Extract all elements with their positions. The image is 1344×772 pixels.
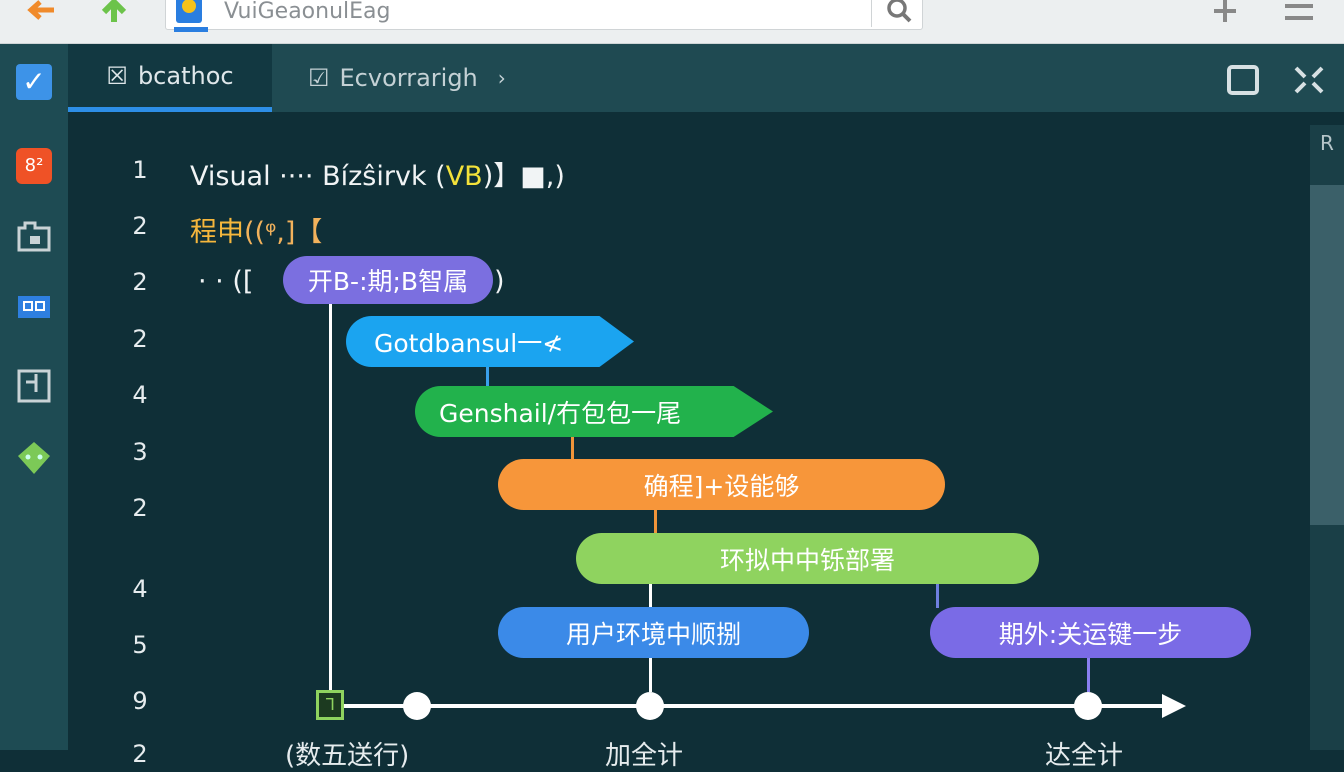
- flow-step-2[interactable]: Gotdbansul一≮: [346, 316, 634, 367]
- favicon-underline: [174, 27, 208, 32]
- connector-line: [329, 300, 332, 692]
- line-number: 3: [132, 438, 148, 466]
- timeline-node[interactable]: [1074, 692, 1102, 720]
- browser-toolbar: VuiGeaonulEag: [0, 0, 1344, 44]
- activity-bar: ✓ 8²: [0, 44, 68, 750]
- start-marker-icon[interactable]: ᒣ: [316, 690, 344, 720]
- connector-line: [649, 658, 652, 692]
- flow-step-4[interactable]: 确程]+设能够: [498, 459, 945, 510]
- code-text: ((ᵠ,]【: [244, 217, 323, 248]
- flow-step-6[interactable]: 用户环境中顺捌: [498, 607, 809, 658]
- flow-step-5[interactable]: 环拟中中铄部署: [576, 533, 1039, 584]
- connector-line: [936, 584, 939, 608]
- line-number: 2: [132, 268, 148, 296]
- search-icon[interactable]: [884, 0, 914, 23]
- code-line-3-suffix: ): [494, 266, 505, 297]
- timeline-node[interactable]: [636, 692, 664, 720]
- android-icon[interactable]: [16, 440, 52, 476]
- address-bar[interactable]: VuiGeaonulEag: [165, 0, 923, 32]
- timeline-node[interactable]: [403, 692, 431, 720]
- flow-step-7[interactable]: 期外:关运键一步: [930, 607, 1251, 658]
- line-number: 2: [132, 740, 148, 768]
- tab-ecvorrarigh[interactable]: ☑ Ecvorrarigh ›: [308, 44, 506, 112]
- line-number: 1: [132, 156, 148, 184]
- menu-icon[interactable]: [1283, 0, 1315, 24]
- scrollbar[interactable]: R: [1310, 125, 1344, 750]
- line-number: 5: [132, 631, 148, 659]
- code-line-3-prefix: · · ([: [198, 266, 254, 297]
- line-number: 4: [132, 381, 148, 409]
- code-text: Visual ···· Bízŝirvk (: [190, 161, 446, 192]
- tab-bcathoc[interactable]: ☒ bcathoc: [68, 44, 272, 112]
- timeline-axis: [340, 704, 1165, 708]
- up-arrow-icon[interactable]: [98, 0, 130, 24]
- flow-step-1[interactable]: 开B-:期;B智属: [283, 256, 493, 304]
- flow-step-3[interactable]: Genshail/冇包包一尾: [415, 386, 773, 437]
- folder-icon[interactable]: [16, 218, 52, 254]
- edit-icon: ☒: [106, 61, 128, 90]
- extensions-icon[interactable]: 8²: [16, 148, 52, 184]
- line-number: 2: [132, 212, 148, 240]
- connector-line: [649, 584, 652, 608]
- timeline-label: 达全计: [1045, 741, 1124, 771]
- scrollbar-thumb[interactable]: [1310, 185, 1344, 525]
- line-number: 4: [132, 575, 148, 603]
- edit-icon: ☑: [308, 64, 330, 92]
- timeline-label: 加全计: [605, 741, 684, 771]
- code-text: )】■,): [482, 161, 565, 192]
- tab-label: bcathoc: [137, 61, 234, 90]
- chevron-right-icon: ›: [497, 66, 506, 90]
- line-number: 2: [132, 494, 148, 522]
- connector-line: [1087, 658, 1090, 692]
- timeline-arrow-icon: [1162, 694, 1186, 718]
- checkbox-icon[interactable]: ✓: [16, 64, 52, 100]
- line-number: 2: [132, 325, 148, 353]
- code-line-2[interactable]: 程申((ᵠ,]【: [190, 210, 322, 249]
- site-favicon: [176, 0, 202, 23]
- scrollbar-label: R: [1320, 131, 1334, 155]
- connector-line: [486, 367, 489, 387]
- line-number: 9: [132, 687, 148, 715]
- chat-icon[interactable]: [16, 290, 52, 326]
- code-line-1[interactable]: Visual ···· Bízŝirvk (VB)】■,): [190, 154, 565, 193]
- tab-label: Ecvorrarigh: [339, 64, 478, 92]
- maximize-icon[interactable]: [1226, 64, 1260, 96]
- address-text: VuiGeaonulEag: [224, 0, 391, 24]
- timeline-label: (数五送行): [285, 741, 410, 771]
- plus-icon[interactable]: [1210, 0, 1240, 24]
- code-keyword: 程申: [190, 217, 244, 248]
- connector-line: [654, 510, 657, 534]
- collapse-icon[interactable]: [1292, 64, 1326, 96]
- layout-icon[interactable]: [16, 368, 52, 404]
- back-arrow-icon[interactable]: [24, 0, 60, 24]
- connector-line: [571, 437, 574, 459]
- code-keyword: VB: [445, 161, 483, 192]
- editor-tab-bar: ☒ bcathoc ☑ Ecvorrarigh ›: [68, 44, 1344, 112]
